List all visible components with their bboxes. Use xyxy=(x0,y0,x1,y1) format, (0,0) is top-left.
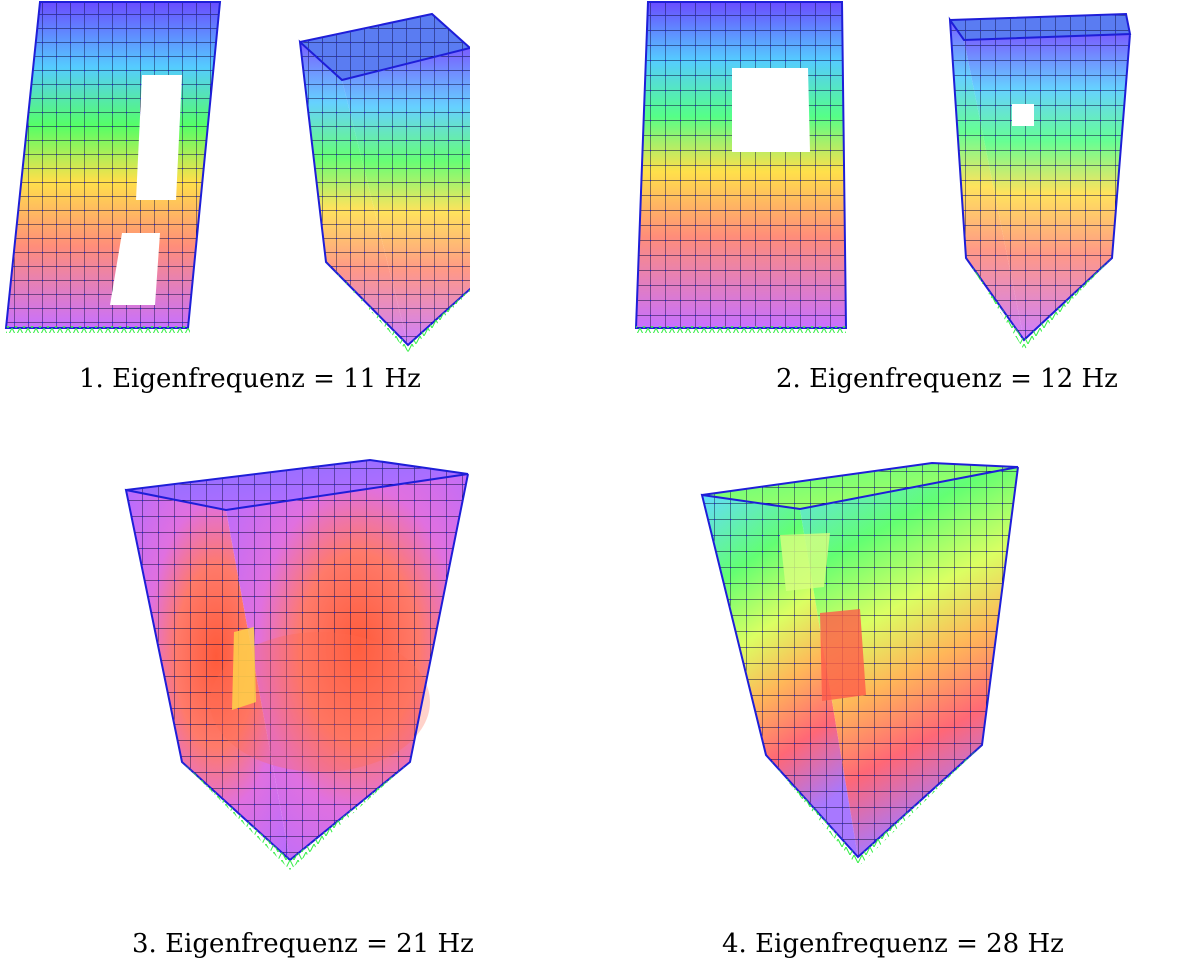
mode-4-upper-opening xyxy=(780,533,830,591)
mode-1-lower-opening xyxy=(110,233,160,305)
mode-4-caption: 4. Eigenfrequenz = 28 Hz xyxy=(722,929,1064,959)
mode-1-wall-supports xyxy=(6,326,190,333)
mode-4-middle-opening xyxy=(820,609,866,701)
mode-1-wall-elevation xyxy=(4,1,222,333)
mode-2-wall-elevation xyxy=(634,1,848,333)
mode-3-window xyxy=(232,627,256,710)
mode-2-supports-3d xyxy=(966,258,1112,350)
mode-2-wall-supports xyxy=(636,326,846,333)
mode-1-building-3d xyxy=(298,12,470,352)
mode-3-svg xyxy=(124,458,469,870)
mode-3-figure xyxy=(110,452,490,872)
mode-1-figure xyxy=(0,0,470,360)
mode-1-caption: 1. Eigenfrequenz = 11 Hz xyxy=(79,364,421,394)
mode-4-figure xyxy=(682,455,1032,875)
mode-4-svg xyxy=(700,461,1019,867)
mode-4-building-3d xyxy=(700,461,1019,867)
mode-2-figure xyxy=(620,0,1203,360)
mode-1-upper-opening xyxy=(136,75,182,200)
mode-3-building-3d xyxy=(124,458,469,870)
mode-2-building-3d xyxy=(948,12,1132,350)
mode-2-caption: 2. Eigenfrequenz = 12 Hz xyxy=(776,364,1118,394)
mode-2-side-opening xyxy=(1012,104,1034,126)
mode-1-svg xyxy=(4,1,470,352)
mode-3-caption: 3. Eigenfrequenz = 21 Hz xyxy=(132,929,474,959)
mode-2-svg xyxy=(634,1,1132,350)
mode-2-opening xyxy=(732,68,810,152)
mode-4-supports-3d xyxy=(766,745,982,867)
mode-3-bulge xyxy=(210,632,430,772)
